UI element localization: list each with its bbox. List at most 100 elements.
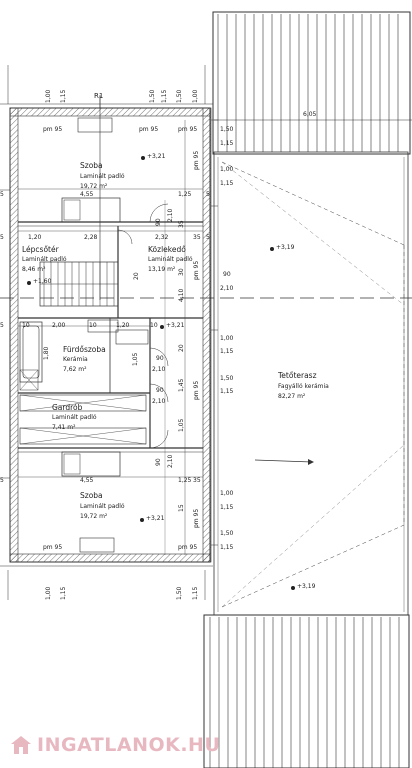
room-kozlekedo: Közlekedő Laminált padló 13,19 m² xyxy=(148,245,193,273)
room-floor: Laminált padló xyxy=(148,256,193,263)
room-floor: Kerámia xyxy=(63,356,88,363)
tdim-115-e: 1,15 xyxy=(220,504,234,511)
dim-5-d: 5 xyxy=(0,477,4,484)
dim-bot-1-15: 1,15 xyxy=(60,586,67,600)
dim-105-b: 1,05 xyxy=(178,418,185,432)
dim-180: 1,80 xyxy=(43,346,50,360)
pm-95-f: pm 95 xyxy=(193,151,200,170)
tdim-115-c: 1,15 xyxy=(220,348,234,355)
dim-35-c: 35 xyxy=(178,220,185,228)
level-319-a: +3,19 xyxy=(276,244,295,251)
pergola-bottom xyxy=(203,614,410,768)
pergola-top xyxy=(212,11,411,155)
dim-20-b: 20 xyxy=(178,344,185,352)
building-walls xyxy=(9,95,218,563)
house-logo-icon xyxy=(11,736,31,754)
dim-125-top: 1,25 xyxy=(178,191,192,198)
dim-30: 30 xyxy=(178,268,185,276)
room-gardrob: Gardrób Laminált padló 7,41 m² xyxy=(52,403,97,431)
dim-top-1-00-b: 1,00 xyxy=(192,89,199,103)
dimension-lines xyxy=(0,65,412,600)
dim-232: 2,32 xyxy=(155,234,169,241)
room-furdoszoba: Fürdőszoba Kerámia 7,62 m² xyxy=(63,345,106,373)
dim-10-b: 10 xyxy=(89,322,97,329)
level-319-b: +3,19 xyxy=(297,583,316,590)
dim-145: 1,45 xyxy=(178,378,185,392)
dim-top-1-15-b: 1,15 xyxy=(161,89,168,103)
room-teterasz: Tetőterasz Fagyálló kerámia 82,27 m² xyxy=(277,371,329,400)
roof-terrace xyxy=(0,151,412,616)
level-321-a: +3,21 xyxy=(147,153,166,160)
dim-120-a: 1,20 xyxy=(28,234,42,241)
dim-15: 15 xyxy=(178,504,185,512)
tdim-100-a: 1,00 xyxy=(220,166,234,173)
dim-125-bot: 1,25 xyxy=(178,477,192,484)
dim-bot-1-50: 1,50 xyxy=(176,586,183,600)
tdim-210: 2,10 xyxy=(220,285,234,292)
dim-top-1-15-a: 1,15 xyxy=(60,89,67,103)
dim-105-a: 1,05 xyxy=(132,352,139,366)
dim-20: 20 xyxy=(133,272,140,280)
dim-210-a: 2,10 xyxy=(152,366,166,373)
level-160: +1,60 xyxy=(33,278,52,285)
tdim-115-b: 1,15 xyxy=(220,180,234,187)
room-name: Szoba xyxy=(80,161,103,170)
dim-90-d: 90 xyxy=(155,458,162,466)
room-area: 19,72 m² xyxy=(80,513,108,520)
pm-95-c: pm 95 xyxy=(178,126,197,133)
tdim-150-a: 1,50 xyxy=(220,126,234,133)
room-area: 19,72 m² xyxy=(80,183,108,190)
dim-90-b: 90 xyxy=(156,387,164,394)
pm-95-d: pm 95 xyxy=(43,544,62,551)
tdim-115-d: 1,15 xyxy=(220,388,234,395)
tdim-100-b: 1,00 xyxy=(220,335,234,342)
room-area: 13,19 m² xyxy=(148,266,176,273)
level-321-b: +3,21 xyxy=(166,322,185,329)
pm-95-i: pm 95 xyxy=(193,509,200,528)
level-marker-icon xyxy=(291,586,295,590)
tdim-100-c: 1,00 xyxy=(220,490,234,497)
dim-top-1-50-b: 1,50 xyxy=(176,89,183,103)
dim-410: 4,10 xyxy=(178,288,185,302)
room-floor: Laminált padló xyxy=(80,503,125,510)
pm-95-h: pm 95 xyxy=(193,381,200,400)
dim-90-c: 90 xyxy=(155,218,162,226)
dim-5-top: 5 xyxy=(0,191,4,198)
room-area: 8,46 m² xyxy=(22,266,46,273)
tdim-115-a: 1,15 xyxy=(220,140,234,147)
room-area: 7,41 m² xyxy=(52,424,76,431)
tdim-150-c: 1,50 xyxy=(220,530,234,537)
dim-210-c: 2,10 xyxy=(167,208,174,222)
room-szoba-top: Szoba Laminált padló 19,72 m² xyxy=(80,161,125,190)
room-lepcsoter: Lépcsőtér Laminált padló 8,46 m² xyxy=(22,245,67,273)
dim-120-b: 1,20 xyxy=(116,322,130,329)
grid-label: R1 xyxy=(94,92,103,100)
room-name: Szoba xyxy=(80,491,103,500)
level-marker-icon xyxy=(160,325,164,329)
room-area: 7,62 m² xyxy=(63,366,87,373)
level-marker-icon xyxy=(141,156,145,160)
dim-5-c: 5 xyxy=(0,322,4,329)
room-name: Közlekedő xyxy=(148,245,186,254)
level-marker-icon xyxy=(27,281,31,285)
tdim-150-b: 1,50 xyxy=(220,375,234,382)
dim-bot-1-00: 1,00 xyxy=(45,586,52,600)
dim-228: 2,28 xyxy=(84,234,98,241)
dim-35-b: 35 xyxy=(193,477,201,484)
dim-top-1-50-a: 1,50 xyxy=(149,89,156,103)
dim-210-b: 2,10 xyxy=(152,398,166,405)
tdim-115-f: 1,15 xyxy=(220,544,234,551)
watermark-text: INGATLANOK.HU xyxy=(37,734,221,756)
room-szoba-bottom: Szoba Laminált padló 19,72 m² xyxy=(80,491,125,520)
dim-bot-1-15b: 1,15 xyxy=(192,586,199,600)
dim-200: 2,00 xyxy=(52,322,66,329)
pm-95-b: pm 95 xyxy=(139,126,158,133)
dim-terrace-width: 6,05 xyxy=(303,111,317,118)
room-name: Lépcsőtér xyxy=(22,245,60,254)
tdim-90: 90 xyxy=(223,271,231,278)
level-321-c: +3,21 xyxy=(146,515,165,522)
pm-95-e: pm 95 xyxy=(178,544,197,551)
level-markers: +3,21 +3,19 +1,60 +3,21 +3,21 +3,19 xyxy=(27,153,316,590)
pm-95-a: pm 95 xyxy=(43,126,62,133)
